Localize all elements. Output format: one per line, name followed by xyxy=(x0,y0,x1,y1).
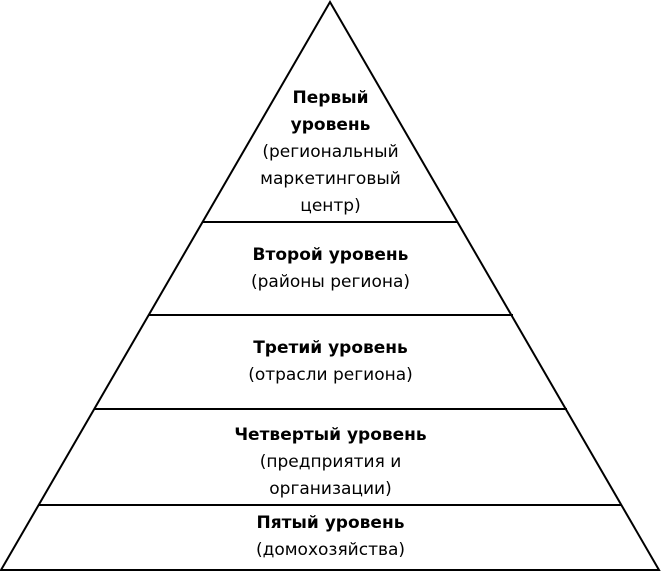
level-1: Первый уровень (региональный маркетингов… xyxy=(0,85,661,220)
level-1-desc-line2: маркетинговый xyxy=(260,169,401,189)
level-1-desc-line3: центр) xyxy=(300,196,361,216)
level-2-title: Второй уровень xyxy=(252,245,409,265)
level-4-desc-line2: организации) xyxy=(269,479,392,499)
level-3: Третий уровень (отрасли региона) xyxy=(0,335,661,389)
level-3-title: Третий уровень xyxy=(253,338,408,358)
level-1-title-line2: уровень xyxy=(290,115,371,135)
level-5-title: Пятый уровень xyxy=(256,513,405,533)
level-1-title-line1: Первый xyxy=(292,88,369,108)
level-5-desc: (домохозяйства) xyxy=(255,540,406,560)
level-1-desc-line1: (региональный xyxy=(262,142,399,162)
level-5: Пятый уровень (домохозяйства) xyxy=(0,510,661,564)
level-3-desc: (отрасли региона) xyxy=(248,365,413,385)
level-4: Четвертый уровень (предприятия и организ… xyxy=(0,422,661,503)
level-4-title: Четвертый уровень xyxy=(234,425,427,445)
level-4-desc-line1: (предприятия и xyxy=(259,452,402,472)
level-2: Второй уровень (районы региона) xyxy=(0,242,661,296)
level-2-desc: (районы региона) xyxy=(250,272,411,292)
